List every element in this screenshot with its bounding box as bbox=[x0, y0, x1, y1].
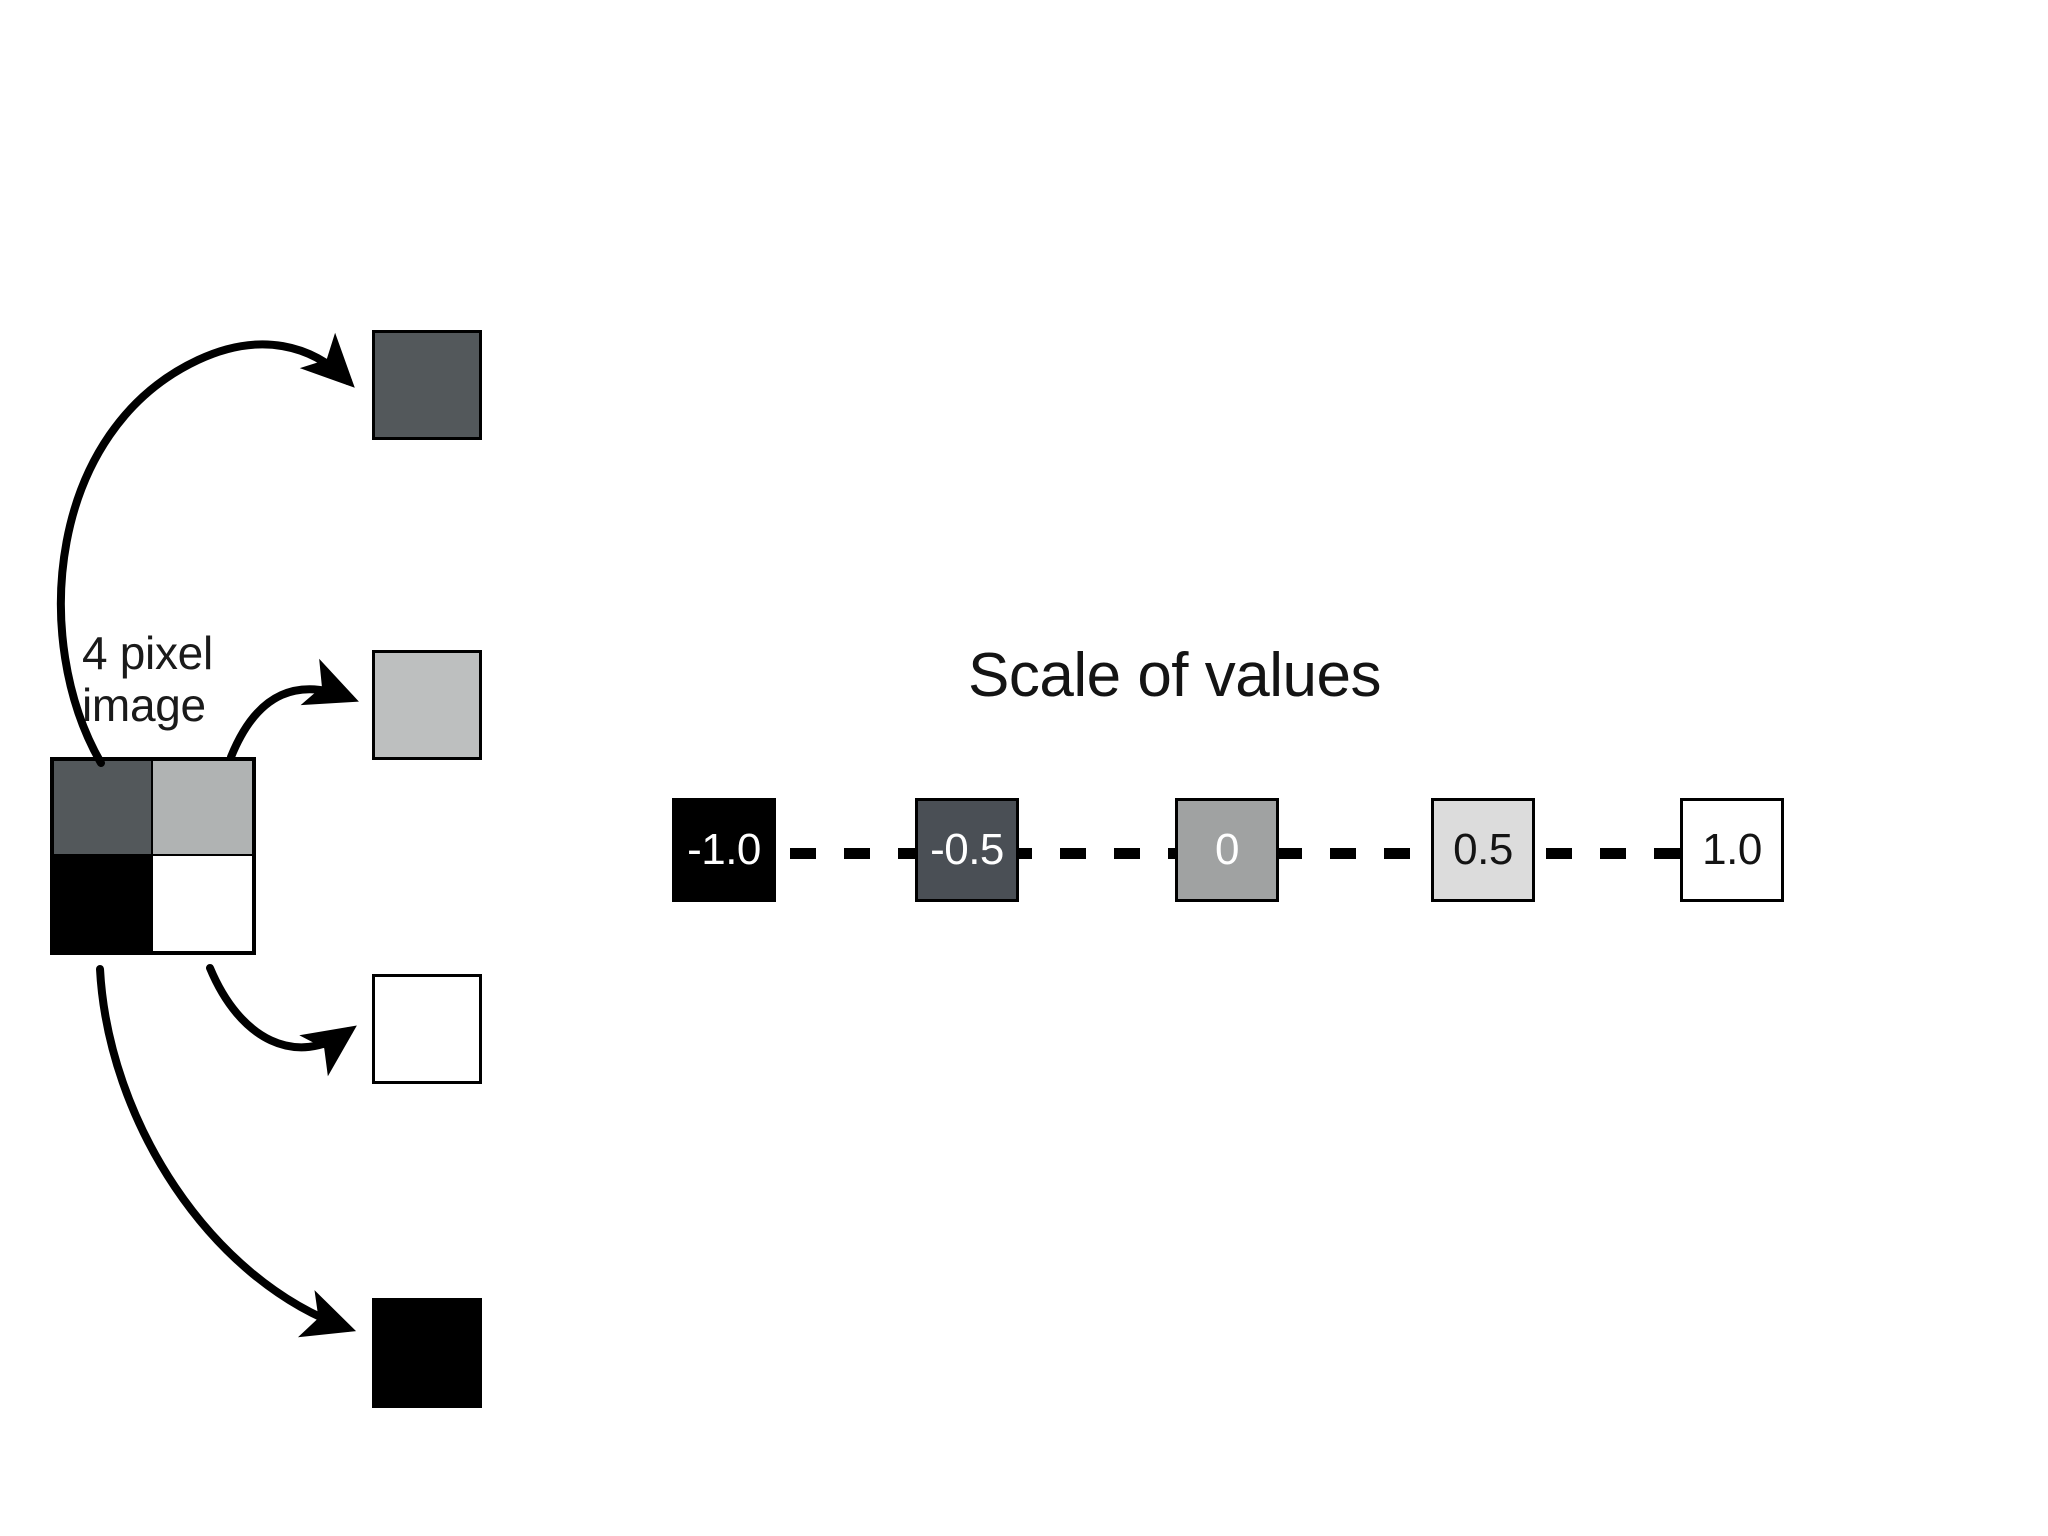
expanded-swatch-light-gray bbox=[372, 650, 482, 760]
scale-swatch-1-0: 1.0 bbox=[1680, 798, 1784, 902]
pixel-image-label: 4 pixel image bbox=[82, 627, 213, 731]
scale-swatch-zero: 0 bbox=[1175, 798, 1279, 902]
expanded-swatch-dark-gray bbox=[372, 330, 482, 440]
pixel-cell-bottom-left bbox=[54, 856, 153, 951]
expanded-swatch-black bbox=[372, 1298, 482, 1408]
pixel-cell-top-right bbox=[153, 761, 252, 856]
scale-swatch-neg-1: -1.0 bbox=[672, 798, 776, 902]
value-scale-strip: -1.0 -0.5 0 0.5 1.0 bbox=[672, 798, 1784, 910]
arrow-bottom-right-to-white bbox=[206, 964, 357, 1077]
pixel-cell-bottom-right bbox=[153, 856, 252, 951]
scale-swatch-neg-0-5: -0.5 bbox=[915, 798, 1019, 902]
arrow-bottom-left-to-black bbox=[96, 965, 357, 1338]
pixel-cell-top-left bbox=[54, 761, 153, 856]
scale-title: Scale of values bbox=[968, 641, 1381, 710]
scale-swatch-0-5: 0.5 bbox=[1431, 798, 1535, 902]
source-pixel-grid bbox=[50, 757, 256, 955]
expanded-swatch-white bbox=[372, 974, 482, 1084]
